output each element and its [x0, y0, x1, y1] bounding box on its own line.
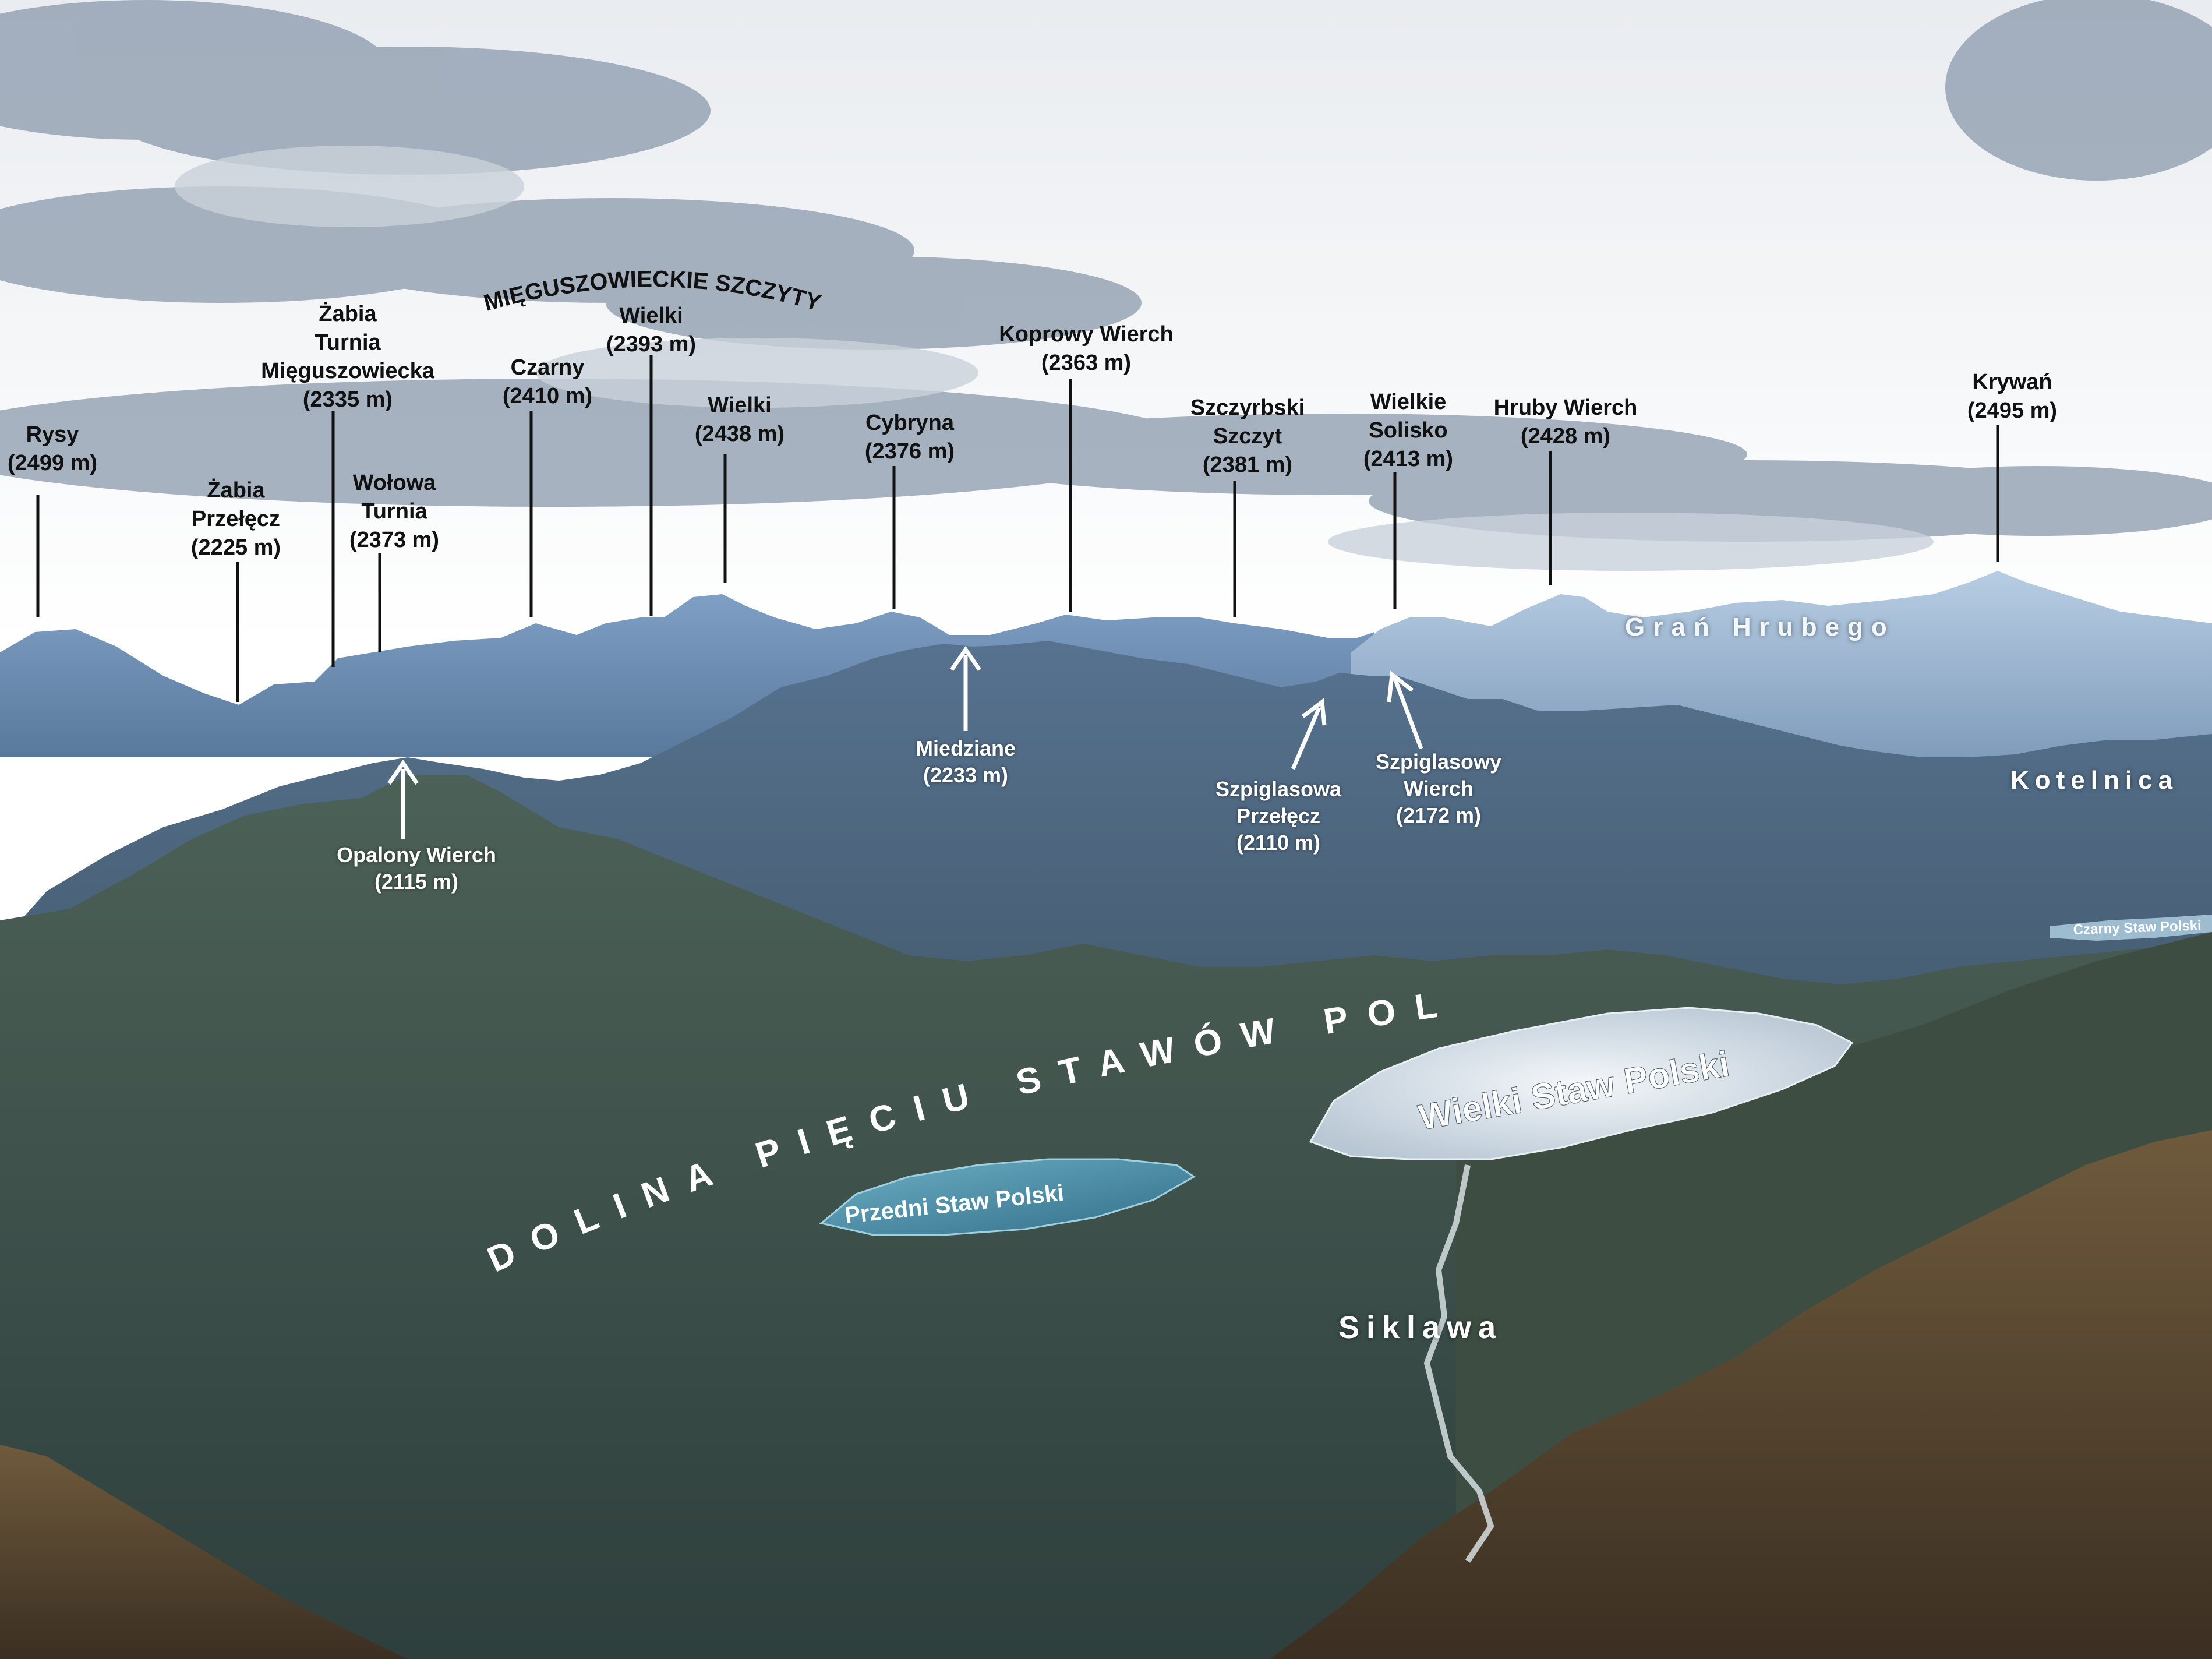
peak-label-zabia-turnia: Żabia Turnia Mięguszowiecka (2335 m) — [261, 302, 434, 412]
area-label-kotelnica: Kotelnica — [2010, 766, 2179, 795]
peak-label-wielki-2393: Wielki (2393 m) — [606, 303, 697, 356]
siklawa-waterfall — [1423, 1164, 1494, 1563]
peak-label-krywan: Krywań (2495 m) — [1967, 370, 2058, 423]
foreground-rocks-left — [0, 1445, 408, 1659]
peak-label-czarny: Czarny (2410 m) — [502, 355, 593, 408]
area-label-gran-hrubego: Grań Hrubego — [1625, 613, 1895, 641]
peak-label-szczyrbski-szczyt: Szczyrbski Szczyt (2381 m) — [1190, 396, 1305, 477]
lake-czarny — [2050, 915, 2212, 941]
peak-label-hruby-wierch: Hruby Wierch (2428 m) — [1493, 396, 1638, 449]
inner-peak-arrows — [387, 645, 1423, 839]
peak-label-zabia-przelecz: Żabia Przełęcz (2225 m) — [190, 478, 281, 560]
inner-label-opalony-wierch: Opalony Wierch (2115 m) — [337, 843, 496, 894]
lake-wielki — [1309, 1007, 1854, 1160]
lake-przedni — [819, 1158, 1196, 1236]
peak-label-wielkie-solisko: Wielkie Solisko (2413 m) — [1363, 390, 1454, 471]
inner-label-szpiglasowy-wierch: Szpiglasowy Wierch (2172 m) — [1375, 750, 1502, 827]
foreground-rocks-right — [1270, 1130, 2212, 1659]
peak-label-rysy: Rysy (2499 m) — [7, 422, 98, 475]
peak-label-wolowa-turnia: Wołowa Turnia (2373 m) — [349, 471, 440, 552]
inner-label-miedziane: Miedziane (2233 m) — [915, 736, 1016, 787]
peak-pointer-lines — [36, 355, 1999, 702]
peak-label-cybryna: Cybryna (2376 m) — [864, 411, 955, 464]
peak-label-wielki-2438: Wielki (2438 m) — [694, 393, 785, 446]
peak-label-koprowy-wierch: Koprowy Wierch (2363 m) — [999, 322, 1174, 375]
area-label-siklawa: Siklawa — [1338, 1310, 1503, 1345]
inner-label-szpiglasowa-przelecz: Szpiglasowa Przełęcz (2110 m) — [1215, 777, 1342, 855]
